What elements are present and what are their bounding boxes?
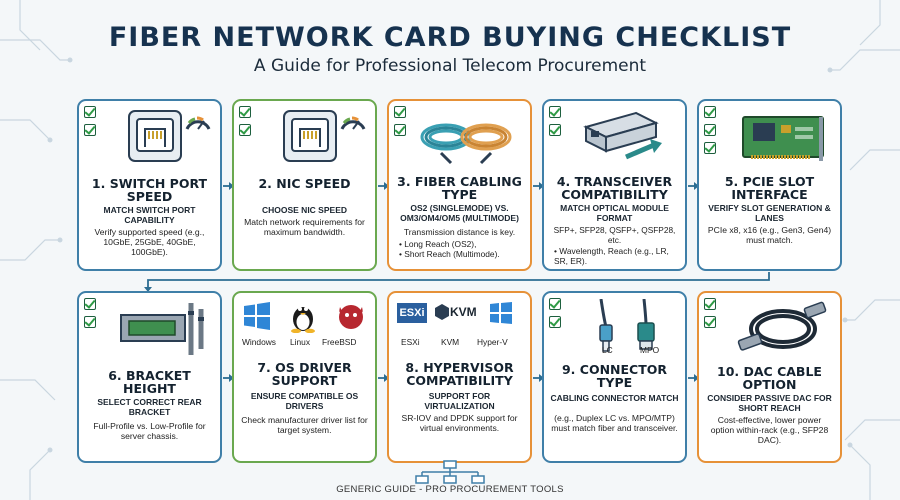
checkbox-icon bbox=[549, 124, 561, 136]
checkmarks bbox=[84, 298, 96, 334]
card-subtitle: ENSURE COMPATIBLE OS DRIVERS bbox=[250, 391, 359, 411]
checkbox-icon bbox=[84, 106, 96, 118]
card-fiber-cabling-type: 3. FIBER CABLING TYPE OS2 (SINGLEMODE) V… bbox=[387, 99, 532, 271]
checkbox-icon bbox=[84, 124, 96, 136]
card-subtitle: VERIFY SLOT GENERATION & LANES bbox=[708, 203, 831, 223]
hypervisor-label-hyper-v: Hyper-V bbox=[477, 337, 508, 347]
transceiver-icon bbox=[583, 111, 662, 160]
hyper-v-logo-icon bbox=[490, 302, 512, 324]
card-bracket-height: 6. BRACKET HEIGHT SELECT CORRECT REAR BR… bbox=[77, 291, 222, 463]
card-transceiver-compatibility: 4. TRANSCEIVER COMPATIBILITY MATCH OPTIC… bbox=[542, 99, 687, 271]
kvm-logo-icon: KVM bbox=[435, 299, 477, 325]
bullet-item: Short Reach (Multimode). bbox=[399, 249, 526, 259]
card-subtitle: SUPPORT FOR VIRTUALIZATION bbox=[424, 391, 495, 411]
connector-label-mpo: MPO bbox=[640, 345, 660, 355]
checkbox-icon bbox=[84, 316, 96, 328]
checkbox-icon bbox=[394, 106, 406, 118]
card-pcie-slot-interface: 5. PCIE SLOT INTERFACE VERIFY SLOT GENER… bbox=[697, 99, 842, 271]
checkbox-icon bbox=[549, 298, 561, 310]
checkbox-icon bbox=[239, 124, 251, 136]
card-body: Verify supported speed (e.g., 10GbE, 25G… bbox=[94, 227, 205, 257]
footer-text: GENERIC GUIDE - PRO PROCUREMENT TOOLS bbox=[336, 484, 564, 495]
checkbox-icon bbox=[704, 124, 716, 136]
checkmarks bbox=[549, 106, 561, 142]
card-subtitle: CONSIDER PASSIVE DAC FOR SHORT REACH bbox=[707, 393, 832, 413]
windows-logo-icon bbox=[244, 302, 270, 330]
checkbox-icon bbox=[84, 298, 96, 310]
card-subtitle: OS2 (SINGLEMODE) VS. OM3/OM4/OM5 (MULTIM… bbox=[400, 203, 519, 223]
card-title: 9. CONNECTOR TYPE bbox=[561, 362, 667, 390]
card-body: Cost-effective, lower power option withi… bbox=[710, 415, 829, 445]
card-dac-cable-option: 10. DAC CABLE OPTION CONSIDER PASSIVE DA… bbox=[697, 291, 842, 463]
card-body: Check manufacturer driver list for targe… bbox=[241, 415, 368, 435]
freebsd-logo-icon bbox=[339, 305, 363, 329]
card-subtitle: MATCH SWITCH PORT CAPABILITY bbox=[103, 205, 196, 225]
checkbox-icon bbox=[704, 298, 716, 310]
checkmarks bbox=[549, 298, 561, 334]
checkbox-icon bbox=[704, 106, 716, 118]
checkbox-icon bbox=[549, 316, 561, 328]
connector-icon bbox=[599, 299, 655, 352]
os-label-windows: Windows bbox=[242, 337, 276, 347]
card-body: Match network requirements for maximum b… bbox=[244, 217, 365, 237]
card-body: Transmission distance is key. bbox=[403, 227, 516, 237]
card-bullets: Long Reach (OS2), Short Reach (Multimode… bbox=[399, 239, 526, 259]
esxi-logo-icon: ESXi bbox=[397, 303, 427, 323]
nic-port-icon bbox=[283, 110, 366, 162]
checkmarks bbox=[704, 106, 716, 160]
card-body: SFP+, SFP28, QSFP+, QSFP28, etc. bbox=[553, 225, 676, 245]
card-title: 2. NIC SPEED bbox=[258, 176, 351, 191]
card-subtitle: MATCH OPTICAL MODULE FORMAT bbox=[560, 203, 669, 223]
checkbox-icon bbox=[704, 316, 716, 328]
checkmarks bbox=[394, 106, 406, 142]
checkbox-icon bbox=[549, 106, 561, 118]
card-connector-type: LC MPO 9. CONNECTOR TYPE CABLING CONNECT… bbox=[542, 291, 687, 463]
card-body: PCIe x8, x16 (e.g., Gen3, Gen4) must mat… bbox=[707, 225, 832, 245]
card-title: 5. PCIE SLOT INTERFACE bbox=[724, 174, 815, 202]
os-label-freebsd: FreeBSD bbox=[322, 337, 357, 347]
bullet-item: Long Reach (OS2), bbox=[399, 239, 526, 249]
pcie-card-icon bbox=[742, 116, 824, 161]
card-switch-port-speed: 1. SWITCH PORT SPEED MATCH SWITCH PORT C… bbox=[77, 99, 222, 271]
dac-cable-icon bbox=[737, 301, 827, 351]
card-title: 10. DAC CABLE OPTION bbox=[717, 364, 822, 392]
card-subtitle: CHOOSE NIC SPEED bbox=[261, 205, 348, 215]
network-hierarchy-icon bbox=[415, 460, 485, 484]
bullet-item: Wavelength, Reach (e.g., LR, SR, ER). bbox=[554, 246, 681, 266]
card-title: 7. OS DRIVER SUPPORT bbox=[257, 360, 352, 388]
card-title: 4. TRANSCEIVER COMPATIBILITY bbox=[556, 174, 673, 202]
card-body: SR-IOV and DPDK support for virtual envi… bbox=[401, 413, 518, 433]
card-subtitle: SELECT CORRECT REAR BRACKET bbox=[97, 397, 202, 417]
checkbox-icon bbox=[394, 124, 406, 136]
checkmarks bbox=[84, 106, 96, 142]
hypervisor-label-esxi: ESXi bbox=[401, 337, 420, 347]
checkbox-icon bbox=[239, 106, 251, 118]
checkmarks bbox=[239, 106, 251, 142]
card-body: (e.g., Duplex LC vs. MPO/MTP) must match… bbox=[551, 413, 678, 433]
connector-label-lc: LC bbox=[602, 345, 613, 355]
card-os-driver-support: Windows Linux FreeBSD 7. OS DRIVER SUPPO… bbox=[232, 291, 377, 463]
os-label-linux: Linux bbox=[290, 337, 311, 347]
card-title: 6. BRACKET HEIGHT bbox=[108, 368, 191, 396]
card-nic-speed: 2. NIC SPEED CHOOSE NIC SPEED Match netw… bbox=[232, 99, 377, 271]
bracket-icon bbox=[120, 303, 204, 355]
card-subtitle: CABLING CONNECTOR MATCH bbox=[550, 393, 679, 403]
hypervisor-label-kvm: KVM bbox=[441, 337, 460, 347]
checkmarks bbox=[704, 298, 716, 334]
card-title: 8. HYPERVISOR COMPATIBILITY bbox=[405, 360, 514, 388]
card-title: 1. SWITCH PORT SPEED bbox=[91, 176, 208, 204]
card-bullets: Wavelength, Reach (e.g., LR, SR, ER). bbox=[554, 246, 681, 266]
switch-port-icon bbox=[128, 110, 211, 162]
page-subtitle: A Guide for Professional Telecom Procure… bbox=[253, 56, 647, 76]
card-body: Full-Profile vs. Low-Profile for server … bbox=[93, 421, 206, 441]
checkbox-icon bbox=[704, 142, 716, 154]
linux-tux-icon bbox=[291, 307, 315, 333]
fiber-cable-icon bbox=[420, 123, 512, 165]
page-title: FIBER NETWORK CARD BUYING CHECKLIST bbox=[108, 22, 792, 53]
card-title: 3. FIBER CABLING TYPE bbox=[397, 174, 522, 202]
card-hypervisor-compatibility: ESXi KVM ESXi KVM Hyper-V 8. HYPERVISOR … bbox=[387, 291, 532, 463]
